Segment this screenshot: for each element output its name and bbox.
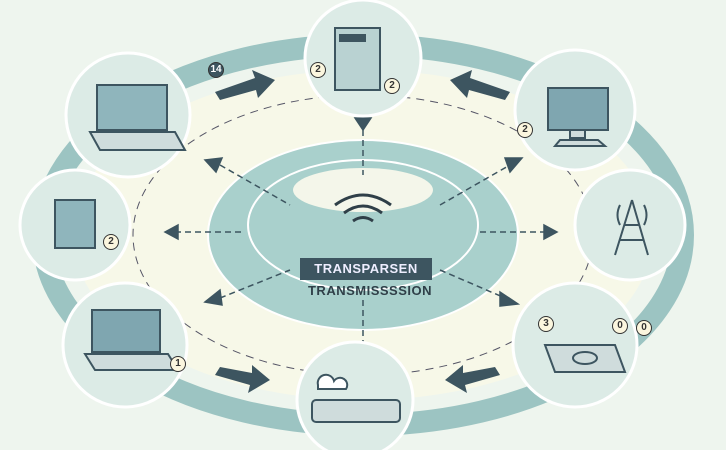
laptop-icon-2	[83, 309, 180, 371]
laptop-icon	[88, 84, 187, 151]
badge: 3	[538, 316, 554, 332]
ring-arrows	[215, 70, 510, 393]
server-icon	[334, 27, 381, 91]
node-phone-bottom[interactable]	[295, 340, 415, 450]
cell-tower-icon	[614, 199, 649, 256]
center-label-secondary: TRANSMISSSSION	[307, 283, 432, 298]
tablet-icon	[543, 344, 627, 373]
badge: 14	[208, 62, 224, 78]
center-top	[293, 168, 433, 212]
badge: 2	[310, 62, 326, 78]
center-label-primary: TRANSPARSEN	[300, 258, 432, 280]
phone-icon	[311, 373, 401, 423]
badge: 2	[384, 78, 400, 94]
wifi-icon	[334, 193, 392, 223]
badge: 0	[612, 318, 628, 334]
device-icons	[54, 27, 649, 423]
badge: 0	[636, 320, 652, 336]
badge: 1	[170, 356, 186, 372]
server-small-icon	[54, 199, 96, 249]
badge: 2	[103, 234, 119, 250]
monitor-icon	[547, 87, 609, 147]
badge: 2	[517, 122, 533, 138]
